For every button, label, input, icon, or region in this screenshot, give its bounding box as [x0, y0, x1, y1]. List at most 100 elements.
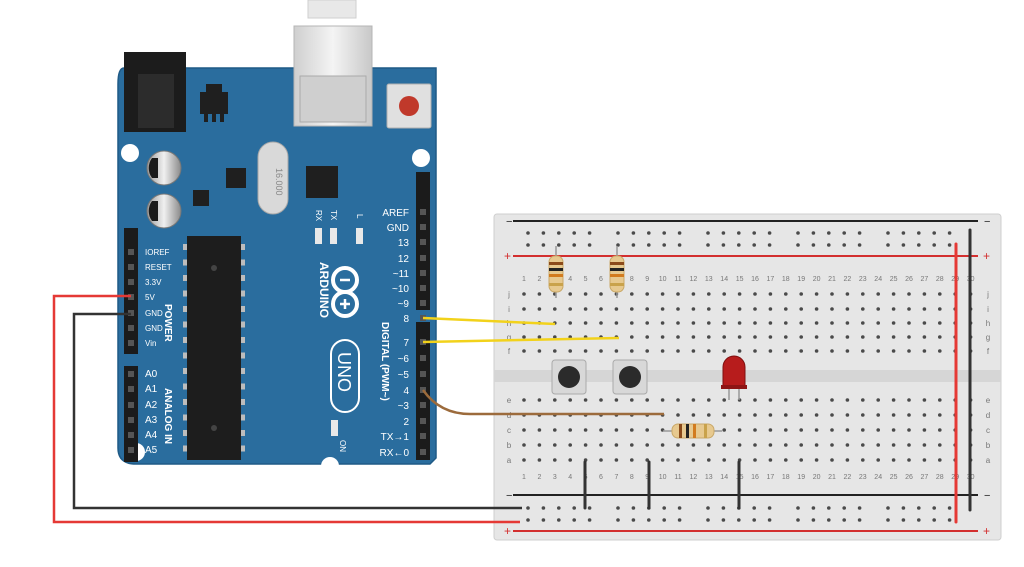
rail-hole[interactable]: [647, 518, 651, 522]
hole[interactable]: [861, 349, 865, 353]
hole[interactable]: [737, 349, 742, 353]
hole[interactable]: [722, 307, 726, 311]
hole[interactable]: [830, 292, 834, 296]
hole[interactable]: [891, 349, 896, 353]
hole[interactable]: [891, 307, 896, 311]
hole[interactable]: [768, 443, 773, 447]
hole[interactable]: [876, 307, 880, 311]
rail-hole[interactable]: [917, 231, 921, 235]
hole[interactable]: [722, 321, 726, 325]
rail-hole[interactable]: [947, 243, 952, 247]
hole[interactable]: [645, 428, 649, 432]
digital-pin[interactable]: [420, 209, 426, 215]
hole[interactable]: [599, 307, 603, 311]
hole[interactable]: [630, 321, 634, 325]
hole[interactable]: [830, 307, 834, 311]
rail-hole[interactable]: [631, 506, 636, 510]
hole[interactable]: [737, 321, 742, 325]
hole[interactable]: [784, 398, 788, 402]
hole[interactable]: [707, 321, 711, 325]
hole[interactable]: [568, 349, 572, 353]
hole[interactable]: [814, 443, 819, 447]
hole[interactable]: [891, 335, 896, 339]
hole[interactable]: [907, 398, 911, 402]
digital-pin[interactable]: [420, 239, 426, 245]
hole[interactable]: [737, 428, 742, 432]
hole[interactable]: [537, 443, 542, 447]
hole[interactable]: [784, 458, 788, 462]
rail-hole[interactable]: [587, 518, 592, 522]
rail-hole[interactable]: [587, 506, 592, 510]
analog-pin[interactable]: [128, 417, 134, 423]
hole[interactable]: [845, 443, 850, 447]
wire-pin-7[interactable]: [422, 336, 620, 344]
hole[interactable]: [630, 307, 634, 311]
rail-hole[interactable]: [526, 231, 530, 235]
hole[interactable]: [891, 443, 896, 447]
hole[interactable]: [522, 292, 526, 296]
hole[interactable]: [907, 292, 911, 296]
hole[interactable]: [614, 307, 619, 311]
hole[interactable]: [814, 428, 819, 432]
rail-hole[interactable]: [947, 231, 952, 235]
hole[interactable]: [753, 413, 757, 417]
digital-pin[interactable]: [420, 285, 426, 291]
rail-hole[interactable]: [737, 243, 741, 247]
hole[interactable]: [768, 428, 773, 432]
resistor-1[interactable]: [548, 246, 564, 298]
analog-pin[interactable]: [128, 371, 134, 377]
hole[interactable]: [907, 307, 911, 311]
hole[interactable]: [784, 292, 788, 296]
rail-hole[interactable]: [886, 243, 890, 247]
hole[interactable]: [537, 349, 542, 353]
hole[interactable]: [707, 349, 711, 353]
hole[interactable]: [537, 292, 542, 296]
hole[interactable]: [630, 349, 634, 353]
hole[interactable]: [583, 321, 588, 325]
analog-pin[interactable]: [128, 386, 134, 392]
wire-pin-4[interactable]: [421, 389, 664, 416]
hole[interactable]: [814, 349, 819, 353]
hole[interactable]: [583, 428, 588, 432]
hole[interactable]: [938, 321, 942, 325]
hole[interactable]: [907, 349, 911, 353]
hole[interactable]: [876, 413, 880, 417]
power-pin[interactable]: [128, 264, 134, 270]
hole[interactable]: [737, 307, 742, 311]
hole[interactable]: [676, 443, 680, 447]
rail-hole[interactable]: [572, 506, 576, 510]
hole[interactable]: [676, 292, 680, 296]
digital-pin[interactable]: [420, 224, 426, 230]
rail-hole[interactable]: [587, 231, 592, 235]
rail-hole[interactable]: [541, 243, 546, 247]
rail-hole[interactable]: [917, 243, 921, 247]
rail-hole[interactable]: [932, 518, 936, 522]
hole[interactable]: [537, 428, 542, 432]
digital-pin[interactable]: [420, 355, 426, 361]
hole[interactable]: [630, 335, 634, 339]
hole[interactable]: [630, 443, 634, 447]
hole[interactable]: [753, 292, 757, 296]
hole[interactable]: [645, 307, 649, 311]
hole[interactable]: [784, 321, 788, 325]
hole[interactable]: [645, 349, 649, 353]
hole[interactable]: [799, 321, 803, 325]
rail-hole[interactable]: [752, 231, 756, 235]
rail-hole[interactable]: [677, 518, 682, 522]
hole[interactable]: [722, 349, 726, 353]
rail-hole[interactable]: [811, 243, 816, 247]
hole[interactable]: [722, 413, 726, 417]
hole[interactable]: [691, 398, 696, 402]
power-pin[interactable]: [128, 249, 134, 255]
rail-hole[interactable]: [616, 518, 620, 522]
digital-pin[interactable]: [420, 300, 426, 306]
hole[interactable]: [861, 307, 865, 311]
rail-hole[interactable]: [827, 518, 831, 522]
hole[interactable]: [583, 349, 588, 353]
hole[interactable]: [614, 321, 619, 325]
hole[interactable]: [830, 398, 834, 402]
rail-hole[interactable]: [631, 231, 636, 235]
hole[interactable]: [537, 458, 542, 462]
rail-hole[interactable]: [842, 243, 846, 247]
hole[interactable]: [799, 398, 803, 402]
